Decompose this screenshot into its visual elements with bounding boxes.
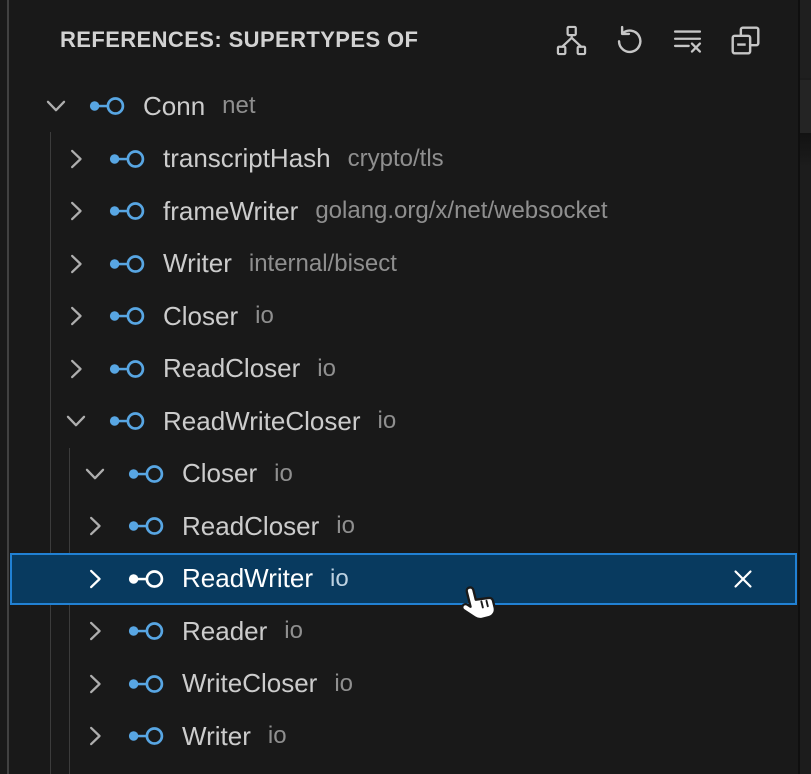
tree-row[interactable]: transcriptHash crypto/tls <box>0 133 811 186</box>
interface-symbol-icon <box>89 93 125 119</box>
tree-row[interactable]: frameWriter golang.org/x/net/websocket <box>0 185 811 238</box>
tree-item-label: frameWriter <box>163 195 299 226</box>
chevron-right-icon[interactable] <box>62 355 90 383</box>
tree-row[interactable]: ReadWriteCloser io <box>0 395 811 448</box>
tree-item-detail: golang.org/x/net/websocket <box>315 197 608 225</box>
chevron-right-icon[interactable] <box>81 617 109 645</box>
tree-item-label: ReadCloser <box>182 510 320 541</box>
tree-item-label: Writer <box>182 720 251 751</box>
clear-button[interactable] <box>670 23 704 57</box>
clear-all-icon <box>672 25 703 56</box>
tree-row[interactable]: Writer io <box>0 710 811 763</box>
interface-symbol-icon <box>109 356 145 382</box>
tree: Conn net transcriptHash crypto/tls <box>0 80 811 763</box>
tree-item-detail: io <box>274 459 293 487</box>
tree-row[interactable]: Conn net <box>0 80 811 133</box>
panel-left-border <box>7 0 9 774</box>
panel-actions <box>554 23 762 57</box>
chevron-right-icon[interactable] <box>81 670 109 698</box>
tree-item-label: Closer <box>163 300 239 331</box>
refresh-icon <box>614 25 645 56</box>
tree-item-label: Writer <box>163 248 232 279</box>
tree-row[interactable]: ReadWriter io <box>10 552 797 605</box>
chevron-right-icon[interactable] <box>81 565 109 593</box>
tree-row[interactable]: Closer io <box>0 290 811 343</box>
tree-item-detail: io <box>336 512 355 540</box>
scrollbar[interactable] <box>798 0 811 774</box>
tree-item-detail: crypto/tls <box>347 144 444 172</box>
interface-symbol-icon <box>109 408 145 434</box>
panel-header: REFERENCES: SUPERTYPES OF <box>0 0 811 80</box>
indent-guide <box>49 132 51 774</box>
chevron-right-icon[interactable] <box>62 197 90 225</box>
interface-symbol-icon <box>128 723 164 749</box>
interface-symbol-icon <box>109 303 145 329</box>
tree-item-detail: net <box>222 92 256 120</box>
type-hierarchy-button[interactable] <box>554 23 588 57</box>
tree-row[interactable]: Writer internal/bisect <box>0 238 811 291</box>
interface-symbol-icon <box>128 513 164 539</box>
interface-symbol-icon <box>128 671 164 697</box>
tree-item-detail: io <box>267 722 287 750</box>
tree-item-label: WriteCloser <box>182 668 318 699</box>
refresh-button[interactable] <box>612 23 646 57</box>
interface-symbol-icon <box>128 618 164 644</box>
tree-item-detail: io <box>334 669 354 697</box>
type-hierarchy-icon <box>556 25 587 56</box>
tree-item-detail: io <box>317 354 336 382</box>
tree-item-label: Conn <box>143 90 206 121</box>
panel-title: REFERENCES: SUPERTYPES OF <box>60 27 419 52</box>
tree-row[interactable]: Reader io <box>0 605 811 658</box>
indent-guide <box>68 448 70 774</box>
interface-symbol-icon <box>109 251 145 277</box>
chevron-right-icon[interactable] <box>62 145 90 173</box>
interface-symbol-icon <box>128 461 164 487</box>
tree-item-label: transcriptHash <box>163 143 331 174</box>
tree-item-detail: io <box>284 617 303 645</box>
interface-symbol-icon <box>128 566 164 592</box>
tree-item-label: ReadCloser <box>163 353 301 384</box>
tree-item-label: Closer <box>182 458 258 489</box>
tree-item-label: ReadWriteCloser <box>163 405 361 436</box>
tree-item-detail: io <box>377 407 397 435</box>
tree-row[interactable]: WriteCloser io <box>0 658 811 711</box>
tree-item-detail: io <box>255 302 274 330</box>
dismiss-icon[interactable] <box>730 566 756 592</box>
tree-item-label: ReadWriter <box>182 563 314 594</box>
tree-item-detail: io <box>330 564 349 592</box>
interface-symbol-icon <box>109 198 145 224</box>
chevron-right-icon[interactable] <box>81 722 109 750</box>
tree-item-detail: internal/bisect <box>248 249 397 277</box>
interface-symbol-icon <box>109 146 145 172</box>
chevron-right-icon[interactable] <box>81 512 109 540</box>
chevron-down-icon[interactable] <box>62 407 90 435</box>
tree-row[interactable]: ReadCloser io <box>0 343 811 396</box>
chevron-right-icon[interactable] <box>62 302 90 330</box>
collapse-all-button[interactable] <box>728 23 762 57</box>
tree-row[interactable]: Closer io <box>0 448 811 501</box>
chevron-down-icon[interactable] <box>42 92 70 120</box>
chevron-right-icon[interactable] <box>62 250 90 278</box>
tree-row[interactable]: ReadCloser io <box>0 500 811 553</box>
tree-item-label: Reader <box>182 615 268 646</box>
chevron-down-icon[interactable] <box>81 460 109 488</box>
scrollbar-shadow <box>800 133 811 167</box>
collapse-all-icon <box>730 25 761 56</box>
scrollbar-segment <box>800 0 811 78</box>
scrollbar-thumb[interactable] <box>800 80 811 133</box>
